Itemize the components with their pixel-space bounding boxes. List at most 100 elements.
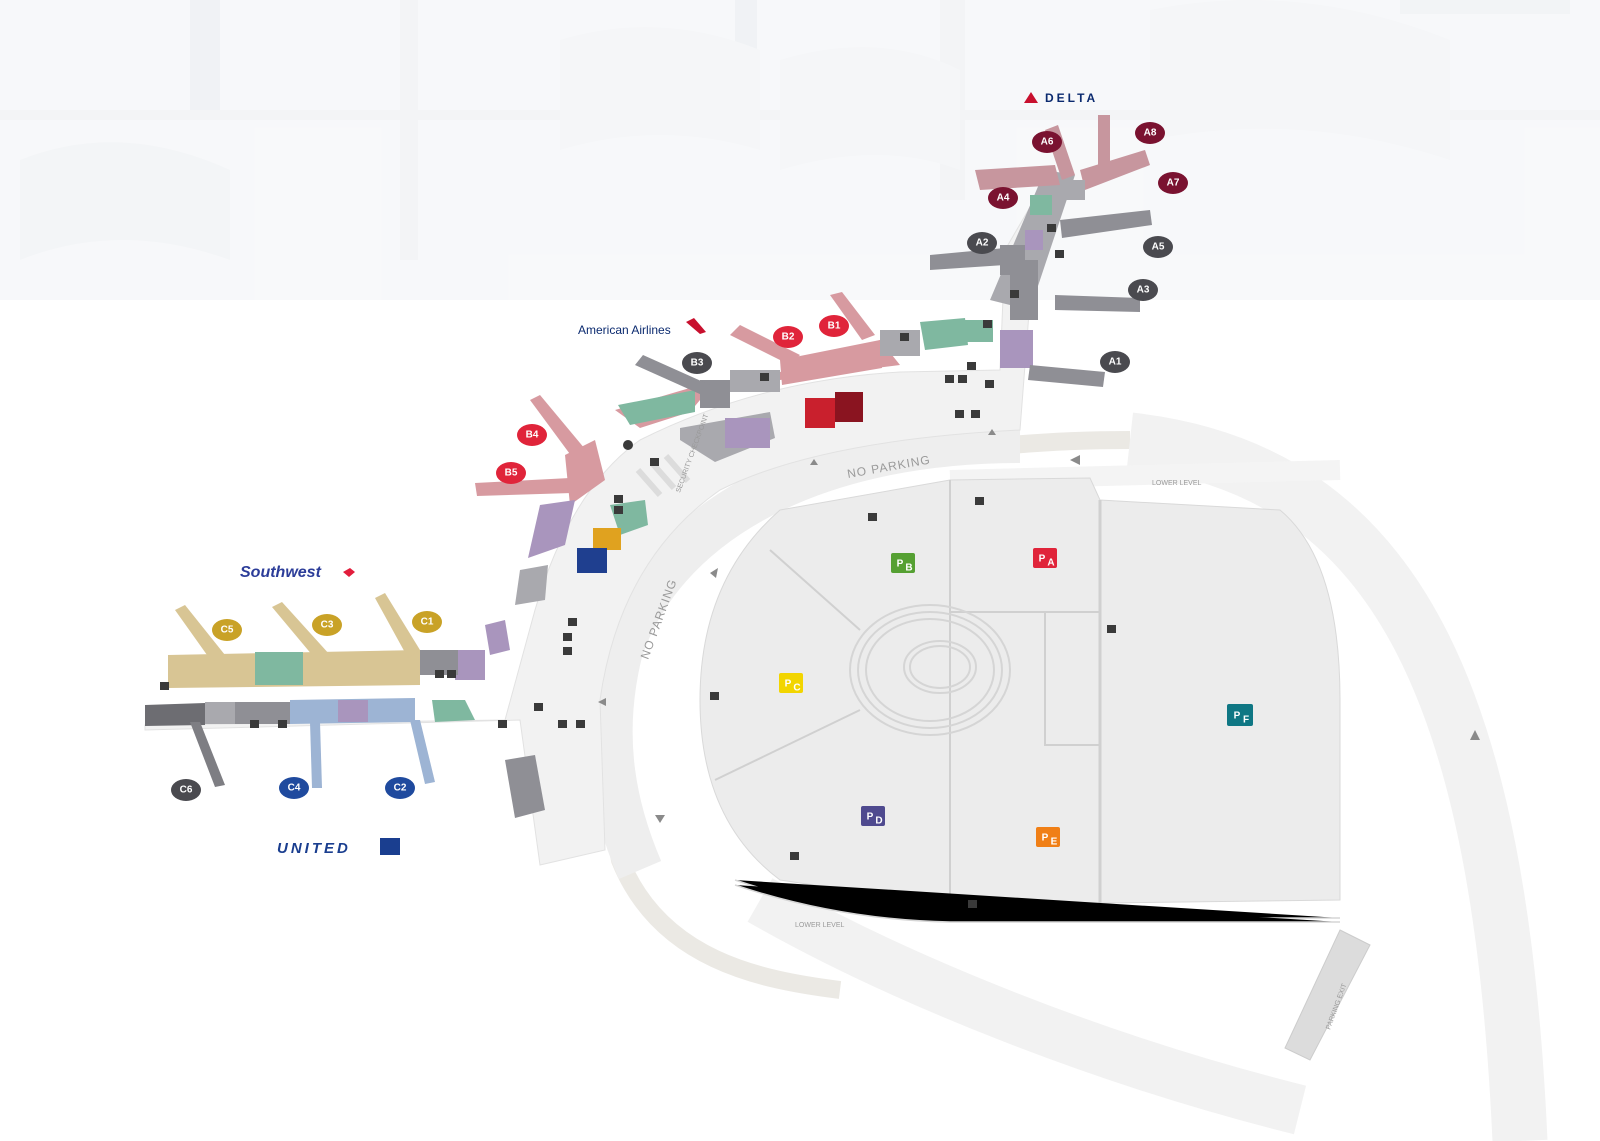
southwest-name: Southwest bbox=[240, 564, 322, 581]
security-icon[interactable] bbox=[650, 458, 659, 466]
parking-lot-e[interactable]: P E bbox=[1036, 827, 1060, 848]
parking-pay-icon[interactable] bbox=[968, 900, 977, 908]
svg-text:A2: A2 bbox=[976, 238, 989, 249]
charging-icon[interactable] bbox=[967, 362, 976, 370]
gate-c2[interactable]: C2 bbox=[385, 777, 415, 799]
svg-text:C1: C1 bbox=[421, 617, 434, 628]
svg-text:P: P bbox=[1039, 554, 1046, 565]
gate-b1[interactable]: B1 bbox=[819, 315, 849, 337]
svg-text:P: P bbox=[1042, 833, 1049, 844]
american-name: American Airlines bbox=[578, 323, 671, 337]
elevator-icon[interactable] bbox=[278, 720, 287, 728]
restroom-icon[interactable] bbox=[958, 375, 967, 383]
svg-text:C4: C4 bbox=[288, 783, 301, 794]
gate-a1[interactable]: A1 bbox=[1100, 351, 1130, 373]
gate-c3[interactable]: C3 bbox=[312, 614, 342, 636]
elevator-icon[interactable] bbox=[563, 633, 572, 641]
amenity-icons bbox=[160, 224, 1116, 908]
gate-b4[interactable]: B4 bbox=[517, 424, 547, 446]
parking-lot-c[interactable]: P C bbox=[779, 673, 803, 694]
gate-c1[interactable]: C1 bbox=[412, 611, 442, 633]
parking-lot-d[interactable]: P D bbox=[861, 806, 885, 827]
delta-logo: DELTA bbox=[1024, 91, 1098, 105]
svg-text:P: P bbox=[1234, 711, 1241, 722]
rental-car-icon[interactable] bbox=[971, 410, 980, 418]
delta-name: DELTA bbox=[1045, 91, 1098, 105]
baggage-icon[interactable] bbox=[955, 410, 964, 418]
southwest-heart-icon bbox=[343, 568, 355, 577]
gate-a2[interactable]: A2 bbox=[967, 232, 997, 254]
parking-pay-icon[interactable] bbox=[868, 513, 877, 521]
gate-c5[interactable]: C5 bbox=[212, 619, 242, 641]
parking-pay-icon[interactable] bbox=[710, 692, 719, 700]
elevator-icon[interactable] bbox=[250, 720, 259, 728]
restroom-icon[interactable] bbox=[1010, 290, 1019, 298]
svg-text:A: A bbox=[1047, 558, 1054, 569]
restroom-icon[interactable] bbox=[1047, 224, 1056, 232]
svg-text:B4: B4 bbox=[526, 430, 539, 441]
united-globe-icon bbox=[380, 838, 400, 855]
gate-a7[interactable]: A7 bbox=[1158, 172, 1188, 194]
parking-lot-badges: P A P B P C P D P E P F bbox=[779, 548, 1253, 848]
gate-a8[interactable]: A8 bbox=[1135, 122, 1165, 144]
parking-pay-icon[interactable] bbox=[975, 497, 984, 505]
gate-b3[interactable]: B3 bbox=[682, 352, 712, 374]
parking-pay-icon[interactable] bbox=[985, 380, 994, 388]
restroom-icon[interactable] bbox=[760, 373, 769, 381]
parking-lot-a[interactable]: P A bbox=[1033, 548, 1057, 569]
american-logo: American Airlines bbox=[578, 318, 706, 337]
united-name: UNITED bbox=[277, 840, 351, 857]
svg-text:B1: B1 bbox=[828, 321, 841, 332]
parking-pay-icon[interactable] bbox=[534, 703, 543, 711]
gate-a3[interactable]: A3 bbox=[1128, 279, 1158, 301]
svg-text:C6: C6 bbox=[180, 785, 193, 796]
background-photo bbox=[0, 0, 1600, 300]
svg-text:B3: B3 bbox=[691, 358, 704, 369]
restroom-icon[interactable] bbox=[498, 720, 507, 728]
restroom-icon[interactable] bbox=[900, 333, 909, 341]
accessible-icon[interactable] bbox=[435, 670, 444, 678]
gate-a5[interactable]: A5 bbox=[1143, 236, 1173, 258]
parking-lot-f[interactable]: P F bbox=[1227, 704, 1253, 726]
parking-garage bbox=[699, 477, 1341, 923]
svg-text:P: P bbox=[867, 812, 874, 823]
direction-arrows bbox=[598, 429, 1480, 823]
gate-markers: A1 A2 A3 A4 A5 A6 A7 A8 B1 B2 B3 B4 B5 C… bbox=[171, 122, 1188, 801]
restroom-icon[interactable] bbox=[983, 320, 992, 328]
baggage-icon[interactable] bbox=[558, 720, 567, 728]
gate-b2[interactable]: B2 bbox=[773, 326, 803, 348]
svg-text:P: P bbox=[785, 679, 792, 690]
info-icon[interactable] bbox=[623, 440, 633, 450]
rental-car-icon[interactable] bbox=[576, 720, 585, 728]
arrow-up-icon bbox=[988, 429, 996, 435]
arrow-left-icon bbox=[1070, 455, 1080, 465]
svg-text:C3: C3 bbox=[321, 620, 334, 631]
gate-a4[interactable]: A4 bbox=[988, 187, 1018, 209]
svg-text:B: B bbox=[905, 563, 912, 574]
parking-pay-icon[interactable] bbox=[790, 852, 799, 860]
gate-c6[interactable]: C6 bbox=[171, 779, 201, 801]
parking-pay-icon[interactable] bbox=[568, 618, 577, 626]
elevator-icon[interactable] bbox=[945, 375, 954, 383]
svg-text:A7: A7 bbox=[1167, 178, 1180, 189]
concourse-b bbox=[475, 292, 993, 605]
united-logo: UNITED bbox=[277, 838, 400, 857]
accessible-icon[interactable] bbox=[614, 506, 623, 514]
restroom-icon[interactable] bbox=[160, 682, 169, 690]
arrow-down-icon bbox=[655, 815, 665, 823]
parking-pay-icon[interactable] bbox=[1107, 625, 1116, 633]
gate-b5[interactable]: B5 bbox=[496, 462, 526, 484]
gate-c4[interactable]: C4 bbox=[279, 777, 309, 799]
svg-text:F: F bbox=[1243, 715, 1249, 726]
elevator-icon[interactable] bbox=[563, 647, 572, 655]
restroom-icon[interactable] bbox=[447, 670, 456, 678]
roadways bbox=[586, 412, 1548, 1141]
gate-a6[interactable]: A6 bbox=[1032, 131, 1062, 153]
parking-lot-b[interactable]: P B bbox=[891, 553, 915, 574]
restroom-icon[interactable] bbox=[614, 495, 623, 503]
svg-text:C5: C5 bbox=[221, 625, 234, 636]
terminal-floor bbox=[144, 189, 1061, 866]
svg-text:A8: A8 bbox=[1144, 128, 1157, 139]
restroom-icon[interactable] bbox=[1055, 250, 1064, 258]
